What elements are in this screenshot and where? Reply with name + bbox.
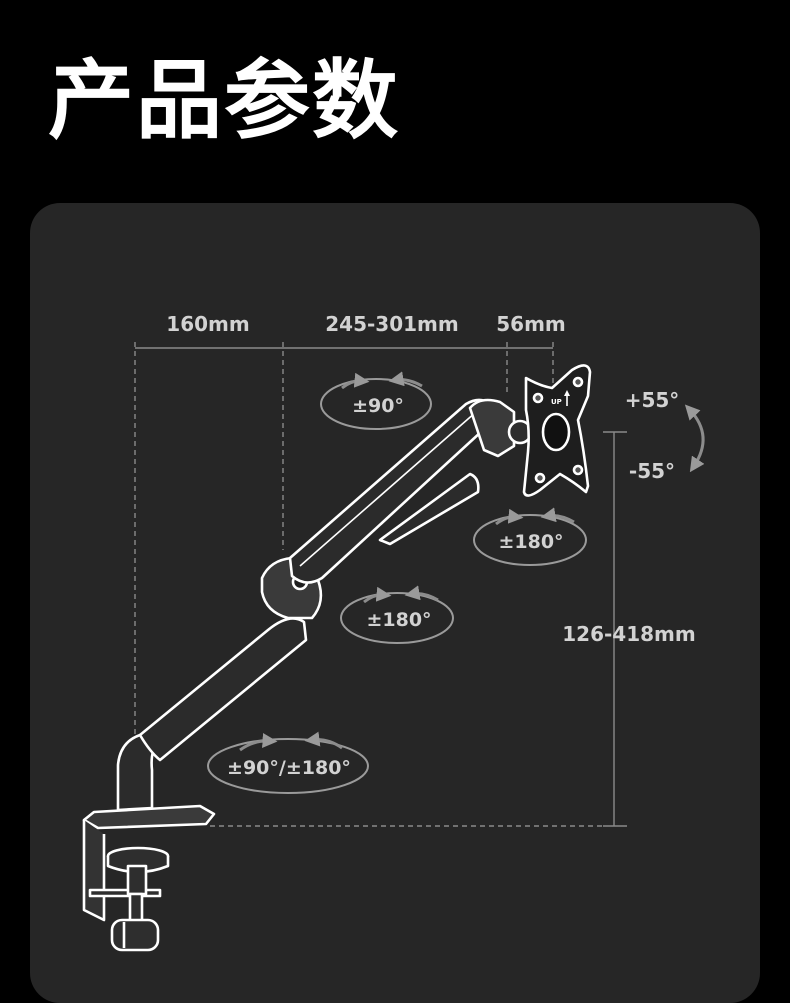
vesa-depth-label: 56mm: [496, 312, 566, 336]
tilt-up-label: +55°: [625, 388, 680, 412]
rotation-base-label: ±90°/±180°: [227, 757, 351, 779]
tilt-down-label: -55°: [629, 459, 675, 483]
rotation-vesa-label: ±180°: [498, 531, 563, 553]
page-title: 产品参数: [48, 51, 400, 151]
rotation-arrows-icon: [404, 585, 439, 602]
rotation-vesa: ±180°: [473, 507, 587, 566]
rotation-arrows-icon: [341, 372, 370, 390]
desk-clamp-icon: [82, 804, 216, 952]
rotation-base: ±90°/±180°: [207, 731, 369, 794]
vesa-up-mark: UP: [551, 398, 562, 406]
vesa-plate-icon: UP: [522, 364, 592, 497]
spec-diagram: 160mm 245-301mm 56mm 126-418mm: [82, 312, 705, 952]
tilt-indicator: +55° -55°: [625, 388, 705, 483]
rotation-arrows-icon: [540, 507, 575, 524]
dimension-lines: [134, 342, 627, 827]
rotation-arrows-icon: [388, 371, 423, 388]
height-range-label: 126-418mm: [562, 622, 695, 646]
monitor-arm-illustration: [82, 398, 533, 952]
rotation-elbow: ±180°: [340, 585, 454, 644]
arm-extension-label: 245-301mm: [325, 312, 458, 336]
clamp-reach-label: 160mm: [166, 312, 249, 336]
rotation-arrows-icon: [495, 508, 524, 526]
rotation-arrows-icon: [239, 733, 278, 752]
rotation-elbow-label: ±180°: [366, 609, 431, 631]
rotation-arrows-icon: [363, 586, 392, 604]
rotation-upper-label: ±90°: [352, 395, 404, 417]
rotation-arrows-icon: [304, 731, 343, 750]
rotation-upper-joint: ±90°: [320, 371, 432, 430]
tilt-arrow-icon: [684, 404, 705, 473]
